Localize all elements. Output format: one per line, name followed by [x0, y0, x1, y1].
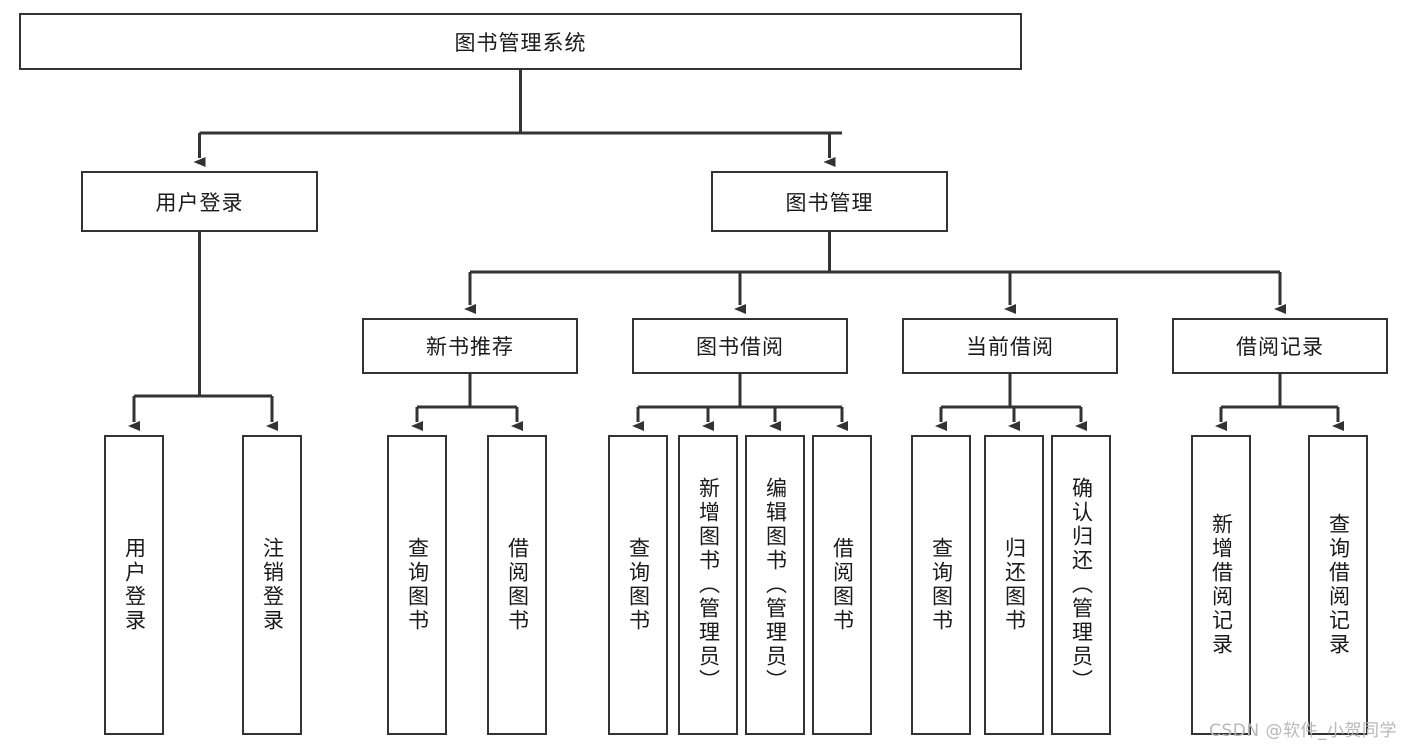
leaf-query-book-3[interactable]: 查询图书	[911, 435, 971, 735]
leaf-edit-book-admin[interactable]: 编辑图书（管理员）	[745, 435, 805, 735]
leaf-logout[interactable]: 注销登录	[242, 435, 302, 735]
leaf-borrow-book-2[interactable]: 借阅图书	[812, 435, 872, 735]
leaf-logout-label: 注销登录	[260, 537, 285, 633]
node-borrow-record[interactable]: 借阅记录	[1172, 318, 1388, 374]
node-book-borrow[interactable]: 图书借阅	[632, 318, 848, 374]
node-book-borrow-label: 图书借阅	[696, 335, 784, 359]
leaf-query-borrow-record[interactable]: 查询借阅记录	[1308, 435, 1368, 735]
leaf-borrow-book-1-label: 借阅图书	[505, 537, 530, 633]
node-book-manage-label: 图书管理	[785, 190, 874, 215]
node-new-book-recommend[interactable]: 新书推荐	[362, 318, 578, 374]
leaf-return-book-label: 归还图书	[1002, 537, 1027, 633]
leaf-edit-book-admin-label: 编辑图书（管理员）	[763, 477, 788, 693]
leaf-confirm-return-admin-label: 确认归还（管理员）	[1069, 477, 1094, 693]
leaf-add-borrow-record-label: 新增借阅记录	[1209, 513, 1234, 657]
leaf-query-book-3-label: 查询图书	[929, 537, 954, 633]
node-current-borrow-label: 当前借阅	[966, 335, 1054, 359]
leaf-borrow-book-2-label: 借阅图书	[830, 537, 855, 633]
watermark-text: CSDN @软件_小贺同学	[1209, 721, 1397, 741]
leaf-query-book-2[interactable]: 查询图书	[608, 435, 668, 735]
node-root-label: 图书管理系统	[454, 30, 587, 55]
node-new-book-recommend-label: 新书推荐	[426, 335, 514, 359]
node-borrow-record-label: 借阅记录	[1236, 335, 1324, 359]
node-user-login[interactable]: 用户登录	[81, 171, 318, 232]
leaf-borrow-book-1[interactable]: 借阅图书	[487, 435, 547, 735]
node-user-login-label: 用户登录	[155, 190, 244, 215]
node-root[interactable]: 图书管理系统	[19, 13, 1022, 70]
leaf-return-book[interactable]: 归还图书	[984, 435, 1044, 735]
leaf-query-book-1-label: 查询图书	[405, 537, 430, 633]
leaf-query-book-2-label: 查询图书	[626, 537, 651, 633]
leaf-add-borrow-record[interactable]: 新增借阅记录	[1191, 435, 1251, 735]
node-book-manage[interactable]: 图书管理	[711, 171, 948, 232]
leaf-user-login-label: 用户登录	[122, 537, 147, 633]
leaf-add-book-admin[interactable]: 新增图书（管理员）	[678, 435, 738, 735]
leaf-query-borrow-record-label: 查询借阅记录	[1326, 513, 1351, 657]
leaf-confirm-return-admin[interactable]: 确认归还（管理员）	[1051, 435, 1111, 735]
leaf-add-book-admin-label: 新增图书（管理员）	[696, 477, 721, 693]
leaf-user-login[interactable]: 用户登录	[104, 435, 164, 735]
leaf-query-book-1[interactable]: 查询图书	[387, 435, 447, 735]
node-current-borrow[interactable]: 当前借阅	[902, 318, 1118, 374]
